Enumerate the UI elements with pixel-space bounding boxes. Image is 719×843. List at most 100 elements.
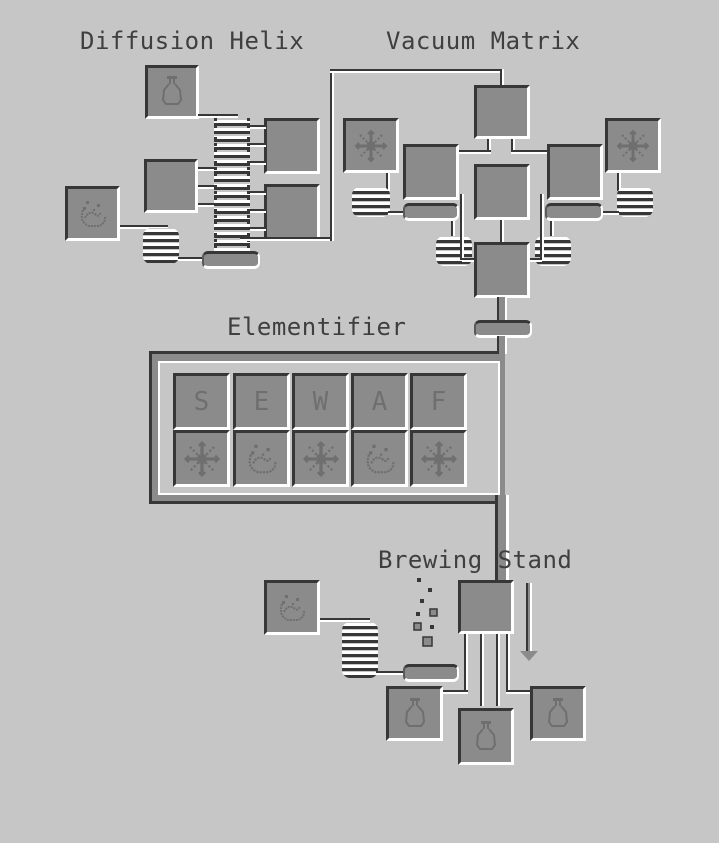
pipe (497, 336, 507, 354)
pipe (500, 69, 504, 87)
pipe (330, 70, 334, 241)
pipe (460, 194, 464, 260)
vacuum-matrix-title: Vacuum Matrix (386, 27, 581, 55)
helix-coil (214, 118, 250, 254)
pipe (330, 69, 504, 73)
brewing-fuel-slot[interactable] (264, 580, 320, 635)
helix-fuel-slot[interactable] (65, 186, 120, 241)
pipe (198, 167, 218, 171)
pipe (198, 114, 238, 118)
pipe (617, 173, 621, 191)
matrix-center-slot[interactable] (474, 164, 530, 220)
small-coil (617, 187, 653, 217)
small-coil (352, 187, 390, 217)
elementifier-icon-slot-3[interactable] (292, 430, 349, 487)
pipe (120, 225, 168, 229)
pipe (250, 143, 266, 147)
pipe (198, 185, 218, 189)
helix-output-slot-2[interactable] (264, 184, 320, 240)
pipe (250, 125, 266, 129)
pipe (540, 194, 544, 260)
pipe (178, 257, 204, 261)
elementifier-icon-slot-5[interactable] (410, 430, 467, 487)
elementifier-icon-slot-4[interactable] (351, 430, 408, 487)
pipe (500, 220, 504, 244)
elementifier-letter-slot-f[interactable]: F (410, 373, 467, 430)
dust-icon (279, 593, 306, 621)
bottle-icon (476, 719, 496, 750)
bottle-icon (404, 696, 425, 727)
pipe (388, 211, 406, 215)
letter-f: F (430, 386, 447, 417)
brewing-bottle-slot-right[interactable] (530, 686, 586, 741)
pipe (320, 618, 370, 622)
matrix-right-coolant-slot[interactable] (605, 118, 661, 173)
brewing-coil (342, 622, 378, 678)
diffusion-helix-title: Diffusion Helix (80, 27, 305, 55)
matrix-top-slot[interactable] (474, 85, 530, 139)
letter-s: S (193, 386, 210, 417)
dust-icon (366, 443, 394, 473)
matrix-right-tank (545, 203, 603, 221)
letter-e: E (253, 386, 270, 417)
pipe (250, 161, 266, 165)
pipe (528, 258, 542, 262)
elementifier-letter-slot-s[interactable]: S (173, 373, 230, 430)
brewing-stand-title: Brewing Stand (378, 546, 573, 574)
pipe (511, 150, 549, 154)
pipe (451, 221, 455, 239)
matrix-right-slot[interactable] (547, 144, 603, 200)
brewing-fuel-tank (403, 664, 459, 682)
snowflake-icon (302, 440, 339, 477)
pipe (250, 227, 266, 231)
snowflake-icon (183, 440, 220, 477)
pipe (511, 139, 515, 153)
pipe (376, 671, 406, 675)
matrix-left-slot[interactable] (403, 144, 459, 200)
elementifier-icon-slot-2[interactable] (233, 430, 290, 487)
pipe (506, 634, 510, 692)
matrix-left-coolant-slot[interactable] (343, 118, 399, 173)
pipe (506, 690, 534, 694)
brewing-ingredient-slot[interactable] (458, 580, 514, 634)
bottle-icon (548, 696, 568, 727)
pipe (250, 209, 266, 213)
dust-icon (80, 199, 106, 227)
pipe (240, 237, 334, 241)
helix-tank (202, 251, 260, 269)
brewing-bottle-slot-center[interactable] (458, 708, 514, 765)
matrix-left-tank (403, 203, 459, 221)
helix-bottle-slot[interactable] (145, 65, 199, 119)
pipe (480, 634, 484, 706)
bubbles-icon (410, 575, 450, 655)
elementifier-icon-slot-1[interactable] (173, 430, 230, 487)
elementifier-letter-slot-w[interactable]: W (292, 373, 349, 430)
brewing-bottle-slot-left[interactable] (386, 686, 443, 741)
snowflake-icon (616, 129, 650, 162)
bottle-icon (162, 75, 182, 105)
small-coil (143, 228, 179, 264)
arrow-head-icon (520, 651, 538, 661)
elementifier-letter-slot-a[interactable]: A (351, 373, 408, 430)
elementifier-letter-slot-e[interactable]: E (233, 373, 290, 430)
snowflake-icon (354, 129, 388, 162)
helix-output-slot-1[interactable] (264, 118, 320, 174)
progress-arrow-icon (526, 583, 532, 651)
pipe (386, 173, 390, 191)
elementifier-title: Elementifier (227, 313, 407, 341)
pipe (550, 221, 554, 239)
pipe (250, 191, 266, 195)
pipe (496, 634, 500, 706)
pipe (198, 203, 218, 207)
pipe (601, 211, 619, 215)
matrix-output-slot[interactable] (474, 242, 530, 298)
pipe (440, 690, 468, 694)
pipe (464, 634, 468, 692)
letter-w: W (312, 386, 329, 417)
snowflake-icon (420, 440, 457, 477)
pipe (495, 495, 509, 580)
pipe (462, 258, 476, 262)
helix-input-slot[interactable] (144, 159, 198, 213)
pipe (487, 139, 491, 153)
dust-icon (248, 443, 276, 473)
